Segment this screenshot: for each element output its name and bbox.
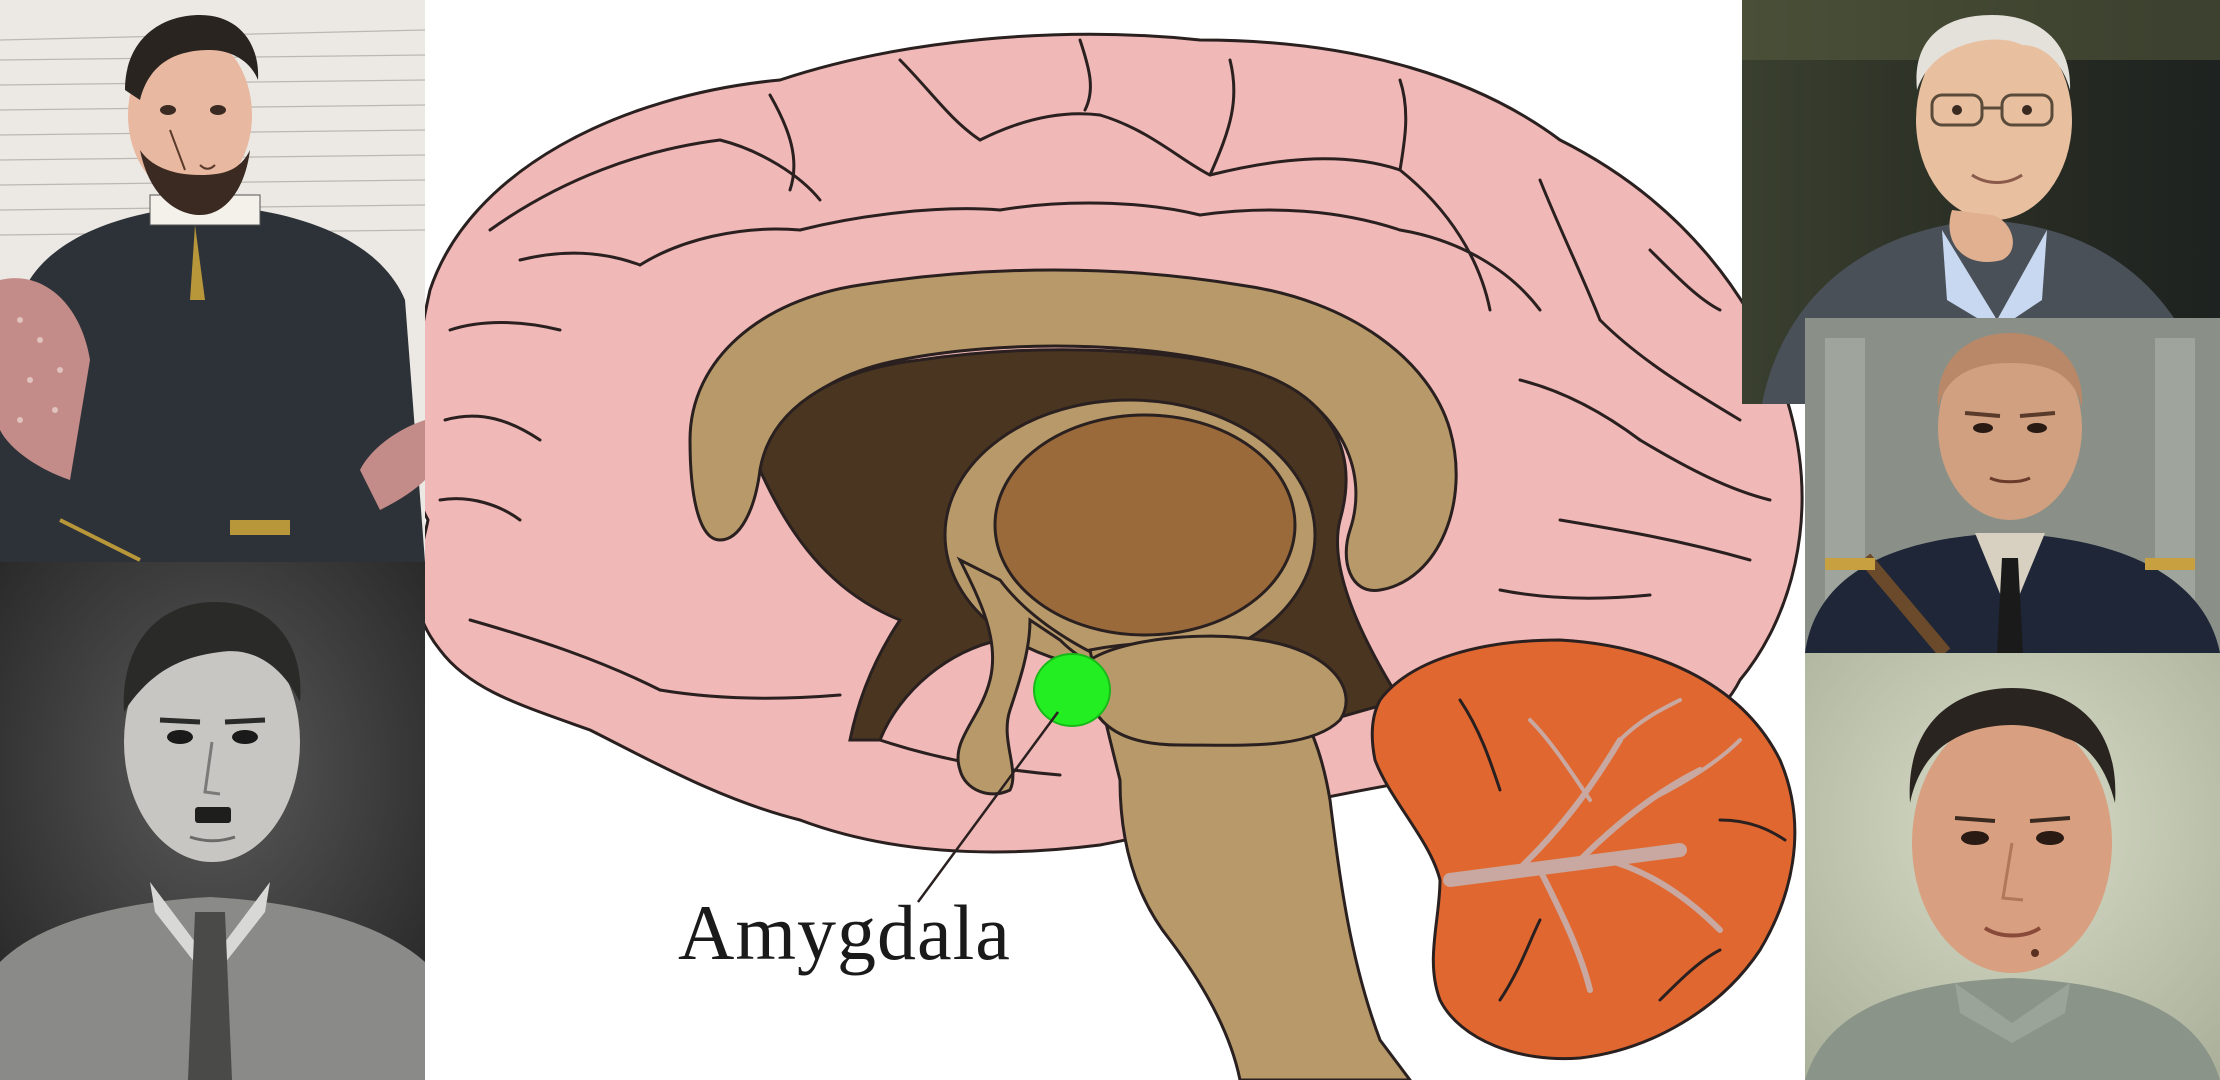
black-and-white-portrait xyxy=(0,562,425,1080)
arbor-vitae xyxy=(1443,698,1742,993)
amygdala-label: Amygdala xyxy=(678,889,1011,976)
cerebellum-folia xyxy=(1458,698,1787,1002)
uniformed-man-portrait xyxy=(1805,318,2220,653)
engraving-portrait xyxy=(0,0,425,562)
amygdala-leader-line xyxy=(916,711,1060,903)
gyri-lines xyxy=(438,38,1772,777)
painted-portrait xyxy=(1805,653,2220,1080)
thalamus xyxy=(993,413,1297,637)
midbrain xyxy=(1088,634,1348,747)
amygdala-highlight xyxy=(1033,653,1111,727)
cerebellum xyxy=(1370,638,1797,1061)
